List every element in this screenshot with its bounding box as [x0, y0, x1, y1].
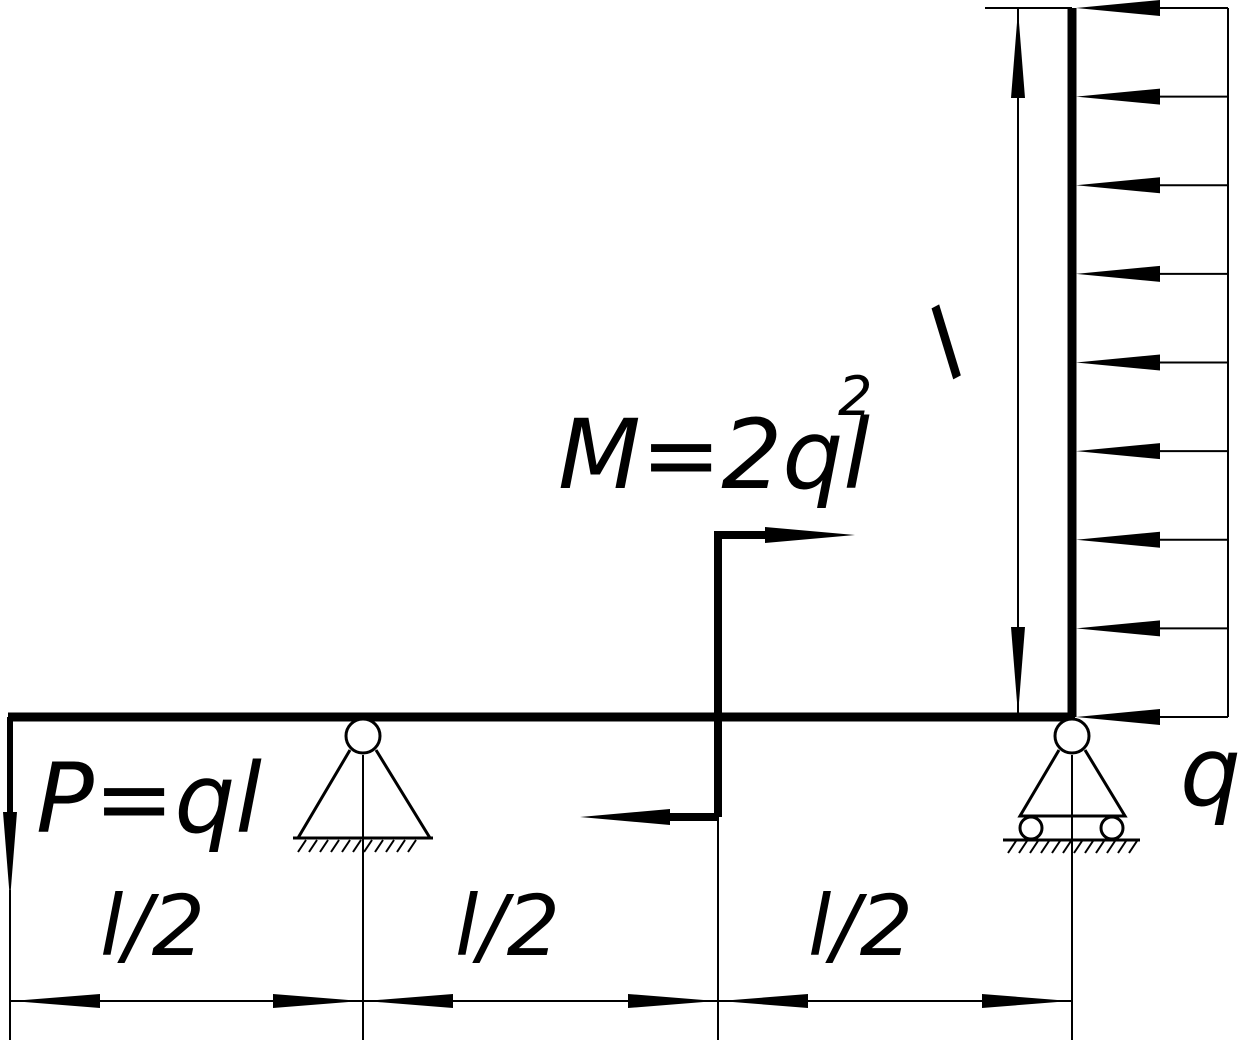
- distributed-load-arrow: [1076, 177, 1228, 194]
- column-length-dimension: [985, 7, 1072, 717]
- distributed-load-arrow: [1076, 0, 1228, 16]
- distributed-load-label: q: [1180, 716, 1241, 828]
- distributed-load-arrow: [1076, 443, 1228, 460]
- distributed-load-arrow: [1076, 88, 1228, 105]
- distributed-load-arrow: [1076, 620, 1228, 637]
- column-length-label: l: [908, 290, 984, 402]
- pinned-support: [293, 717, 433, 853]
- moment-label: M=2ql: [558, 399, 870, 511]
- span-1-label: l/2: [100, 877, 205, 975]
- distributed-load: [1076, 0, 1229, 725]
- force-arrow: [3, 717, 17, 900]
- force-label: P=ql: [36, 743, 262, 855]
- distributed-load-arrow: [1076, 354, 1228, 371]
- distributed-load-arrow: [1076, 709, 1228, 725]
- span-3-label: l/2: [808, 877, 913, 975]
- distributed-load-arrow: [1076, 265, 1228, 282]
- distributed-load-arrow: [1076, 531, 1228, 548]
- moment-power-label: 2: [838, 365, 872, 428]
- span-2-label: l/2: [455, 877, 560, 975]
- span-dimensions: [9, 717, 1073, 1040]
